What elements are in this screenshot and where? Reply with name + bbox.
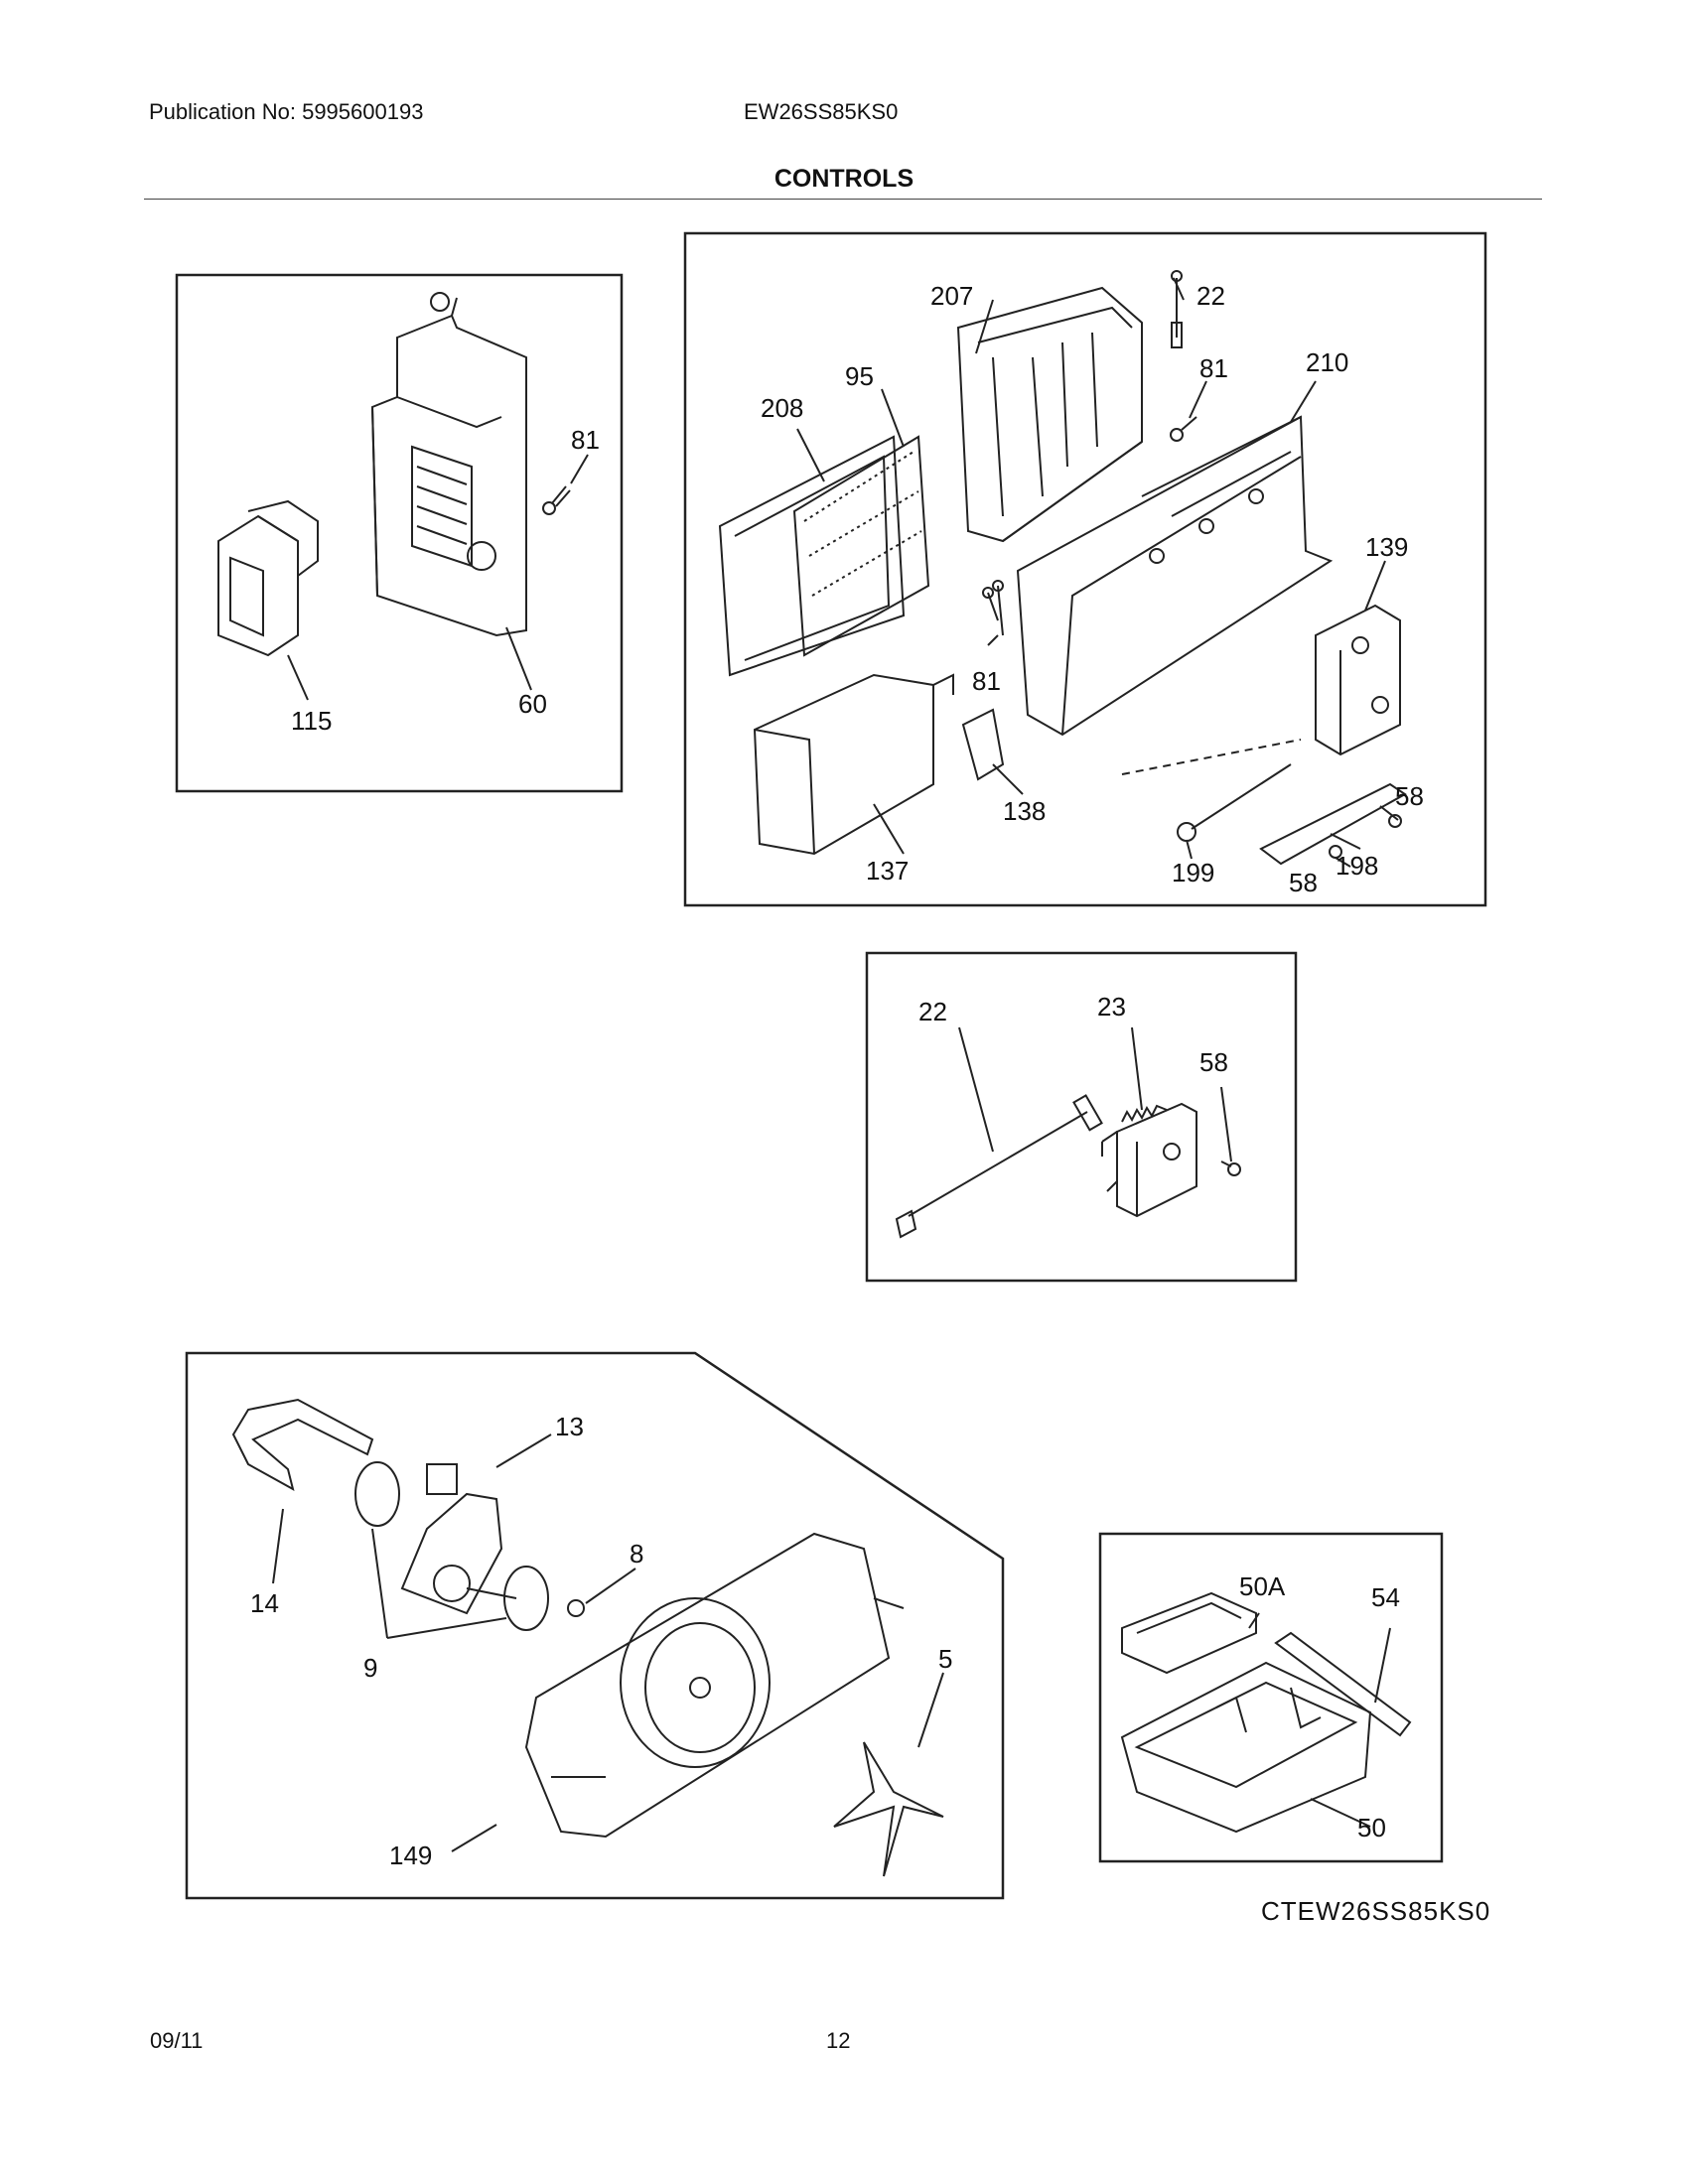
- callout-207: 207: [930, 281, 973, 311]
- callout-50: 50: [1357, 1813, 1386, 1843]
- part-wire-22: [1171, 270, 1183, 348]
- panel-frame: [175, 273, 624, 793]
- callout-58-lower: 58: [1289, 868, 1318, 897]
- part-box-50: [1120, 1661, 1372, 1834]
- panel-frame: [865, 951, 1298, 1283]
- part-wheel-9: [354, 1461, 549, 1631]
- page-number: 12: [826, 2028, 851, 2053]
- model-number: EW26SS85KS0: [744, 99, 899, 124]
- header-divider: [144, 199, 1542, 200]
- part-shroud-149: [524, 1532, 905, 1839]
- part-housing-210: [1016, 415, 1334, 737]
- callout-54: 54: [1371, 1582, 1400, 1612]
- part-module-139: [1315, 604, 1401, 756]
- part-screw-81: [542, 454, 589, 515]
- callout-137: 137: [866, 856, 909, 886]
- panel-sensor-cover: 22 23 58: [865, 951, 1298, 1283]
- diagram-code: CTEW26SS85KS0: [1261, 1896, 1491, 1926]
- panel-fan-assembly: 13 14 8 9 5 149: [185, 1351, 1005, 1900]
- part-bracket-14: [231, 1398, 374, 1491]
- callout-13: 13: [555, 1412, 584, 1441]
- callout-81: 81: [1199, 353, 1228, 383]
- publication-number: Publication No: 5995600193: [149, 99, 424, 124]
- callout-23: 23: [1097, 992, 1126, 1022]
- callout-9: 9: [363, 1653, 377, 1683]
- panel-frame: [185, 1351, 1005, 1900]
- part-screw-81-top: [1170, 416, 1197, 442]
- part-screws-81-left: [982, 580, 1004, 636]
- callout-139: 139: [1365, 532, 1408, 562]
- part-blade-5: [833, 1741, 944, 1877]
- part-screw-58: [1220, 1160, 1241, 1176]
- callout-81-lower: 81: [972, 666, 1001, 696]
- panel-frame: [1098, 1532, 1444, 1863]
- part-thermostat-199: [1121, 739, 1302, 842]
- callout-58: 58: [1199, 1047, 1228, 1077]
- callout-210: 210: [1306, 347, 1348, 377]
- part-nut-8: [567, 1599, 585, 1617]
- callout-22: 22: [1196, 281, 1225, 311]
- callout-95: 95: [845, 361, 874, 391]
- part-filter-95: [792, 435, 930, 657]
- part-clip-138: [961, 708, 1005, 781]
- callout-149: 149: [389, 1841, 432, 1870]
- page-title: CONTROLS: [774, 165, 914, 193]
- callout-58: 58: [1395, 781, 1424, 811]
- panel-control-assembly: 207 22 81 210 95 208 139 81 138 58 137 1…: [683, 231, 1487, 907]
- part-board-50a: [1121, 1591, 1257, 1675]
- callout-199: 199: [1172, 858, 1214, 887]
- part-motor-13: [400, 1463, 517, 1615]
- panel-dispenser-housing: 81 115 60: [175, 273, 624, 793]
- part-wire-22: [895, 1094, 1103, 1239]
- callout-8: 8: [630, 1539, 643, 1569]
- part-frame-208: [718, 435, 906, 677]
- callout-22: 22: [918, 997, 947, 1026]
- callout-50a: 50A: [1239, 1571, 1286, 1601]
- callout-60: 60: [518, 689, 547, 719]
- part-cover-23: [1101, 1102, 1197, 1218]
- callout-198: 198: [1336, 851, 1378, 881]
- callout-14: 14: [250, 1588, 279, 1618]
- part-cover-137: [753, 673, 954, 856]
- callout-115: 115: [291, 706, 332, 736]
- callout-208: 208: [761, 393, 803, 423]
- callout-5: 5: [938, 1644, 952, 1674]
- part-housing-60: [370, 292, 527, 637]
- part-switch-115: [217, 499, 319, 701]
- panel-frame: [683, 231, 1487, 907]
- callout-81: 81: [571, 425, 600, 455]
- footer-date: 09/11: [150, 2028, 204, 2053]
- callout-138: 138: [1003, 796, 1046, 826]
- part-bracket-198: [1259, 782, 1407, 866]
- panel-control-box: 50A 54 50: [1098, 1532, 1444, 1863]
- part-bracket-207: [956, 286, 1143, 543]
- part-cover-54: [1274, 1631, 1412, 1737]
